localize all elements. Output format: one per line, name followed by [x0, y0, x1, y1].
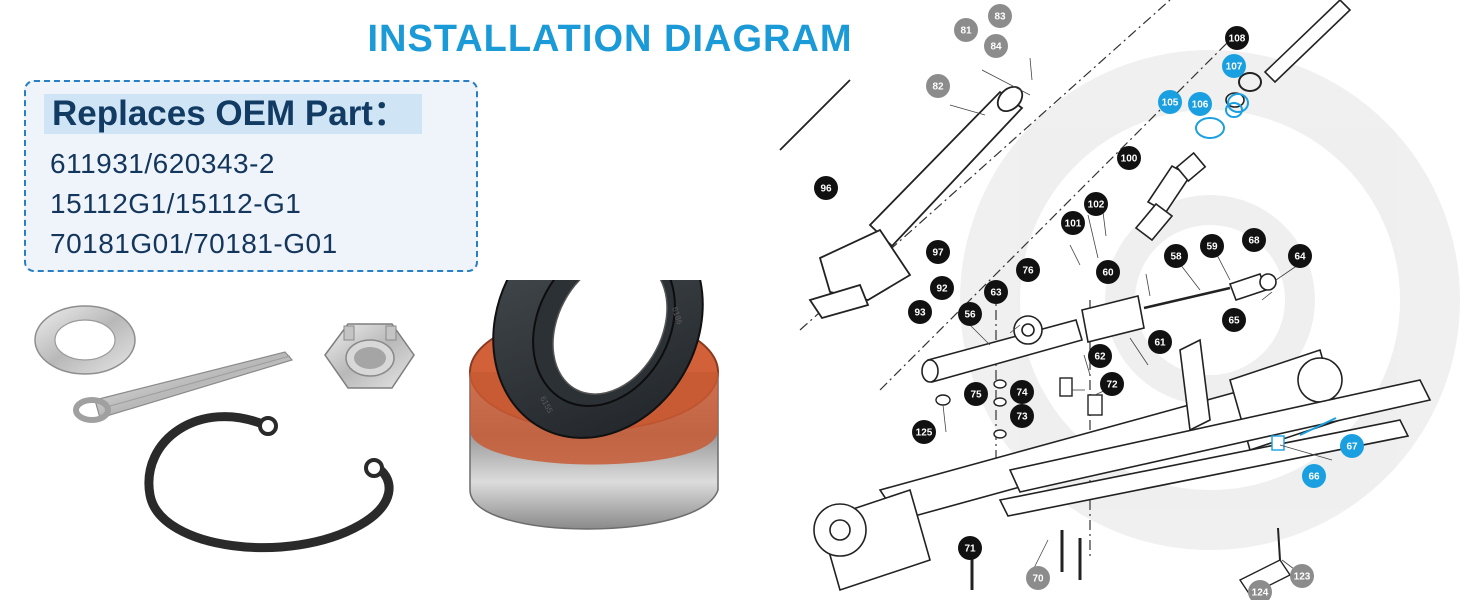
callout-number: 108	[1229, 34, 1246, 45]
callout-badge-circle	[954, 18, 978, 42]
steering-rack	[921, 272, 1277, 384]
callout-badge-circle	[1100, 372, 1124, 396]
callout-number: 56	[964, 310, 976, 321]
callout-badge-circle	[930, 276, 954, 300]
callout-number: 61	[1154, 338, 1166, 349]
callout-number: 100	[1121, 154, 1138, 165]
callout-badge-circle	[1088, 344, 1112, 368]
page-title: INSTALLATION DIAGRAM	[367, 18, 853, 60]
callout-badge-circle	[1200, 234, 1224, 258]
callout-badge-circle	[1288, 244, 1312, 268]
oem-heading: Replaces OEM Part：	[44, 94, 422, 134]
oem-replacement-panel: Replaces OEM Part： 611931/620343-2 15112…	[24, 80, 478, 272]
flat-washer	[34, 305, 136, 375]
callout-number: 72	[1106, 380, 1118, 391]
highlighted-snap-ring-set	[1195, 93, 1249, 139]
callout-number: 74	[1016, 388, 1028, 399]
callout-number: 106	[1192, 100, 1209, 111]
callout-badge-circle	[1242, 228, 1266, 252]
callout-badge-circle	[1225, 26, 1249, 50]
callout-badge-circle	[1061, 211, 1085, 235]
callout-number: 62	[1094, 352, 1106, 363]
callout-number: 64	[1294, 252, 1306, 263]
castle-nut	[324, 323, 415, 389]
callout-badge-circle	[908, 300, 932, 324]
callout-number: 84	[990, 42, 1002, 53]
front-axle	[813, 338, 1432, 592]
callout-number: 101	[1065, 219, 1082, 230]
callout-number: 123	[1294, 572, 1311, 583]
callout-number: 124	[1252, 588, 1269, 599]
callout-badge-circle	[1117, 146, 1141, 170]
callout-badge-circle	[984, 280, 1008, 304]
callout-badge-circle	[814, 176, 838, 200]
callout-badge-circle	[1010, 404, 1034, 428]
callout-number: 58	[1170, 252, 1182, 263]
snap-ring	[144, 412, 394, 552]
oil-seal: 6155 6186	[492, 280, 704, 439]
callout-badge-circle	[1084, 192, 1108, 216]
callout-badge-circle	[1302, 464, 1326, 488]
callout-badge-circle	[1248, 580, 1272, 600]
callout-number: 68	[1248, 236, 1260, 247]
callout-badge-circle	[1222, 308, 1246, 332]
callout-badge-circle	[1016, 258, 1040, 282]
oem-part-number: 611931/620343-2	[50, 148, 275, 179]
callout-number: 75	[970, 390, 982, 401]
callout-badge-circle	[1026, 566, 1050, 590]
callout-badge-circle	[1188, 92, 1212, 116]
callout-number: 102	[1088, 200, 1105, 211]
callout-number: 63	[990, 288, 1002, 299]
callout-badge-circle	[926, 74, 950, 98]
callout-number: 73	[1016, 412, 1028, 423]
callout-number: 83	[994, 12, 1006, 23]
callout-number: 96	[820, 184, 832, 195]
callout-badge-circle	[912, 420, 936, 444]
callout-badge-circle	[1340, 434, 1364, 458]
callout-number: 105	[1162, 98, 1179, 109]
exploded-steering-diagram: 108 100 102 101 96 97 92 93 76 63 60 58 59 68 64 65 56 62…	[779, 0, 1460, 600]
callout-number: 92	[936, 284, 948, 295]
oem-part-number: 15112G1/15112-G1	[50, 188, 302, 219]
callout-number: 81	[960, 26, 972, 37]
callout-number: 66	[1308, 472, 1320, 483]
callout-number: 107	[1226, 62, 1243, 73]
callout-badge-circle	[988, 4, 1012, 28]
callout-badges: 108 100 102 101 96 97 92 93 76 63 60 58 59 68 64 65 56 62…	[814, 4, 1364, 600]
callout-badge-circle	[926, 240, 950, 264]
callout-number: 70	[1032, 574, 1044, 585]
callout-number: 59	[1206, 242, 1218, 253]
callout-badge-circle	[1010, 380, 1034, 404]
callout-number: 65	[1228, 316, 1240, 327]
callout-badge-circle	[1222, 54, 1246, 78]
callout-number: 67	[1346, 442, 1358, 453]
callout-number: 71	[964, 544, 976, 555]
callout-badge-circle	[1148, 330, 1172, 354]
product-parts-illustration: 6155 6186	[34, 280, 719, 552]
u-joint	[1134, 151, 1207, 242]
callout-badge-circle	[1096, 260, 1120, 284]
callout-badge-circle	[1290, 564, 1314, 588]
callout-number: 60	[1102, 268, 1114, 279]
callout-badge-circle	[964, 382, 988, 406]
callout-number: 82	[932, 82, 944, 93]
callout-badge-circle	[958, 536, 982, 560]
callout-badge-circle	[958, 302, 982, 326]
callout-number: 76	[1022, 266, 1034, 277]
steering-column	[779, 79, 1024, 320]
cotter-pin	[73, 351, 294, 423]
callout-number: 97	[932, 248, 944, 259]
callout-badge-circle	[984, 34, 1008, 58]
callout-number: 93	[914, 308, 926, 319]
callout-number: 125	[916, 428, 933, 439]
callout-badge-circle	[1164, 244, 1188, 268]
callout-badge-circle	[1158, 90, 1182, 114]
oem-part-number: 70181G01/70181-G01	[50, 228, 338, 259]
